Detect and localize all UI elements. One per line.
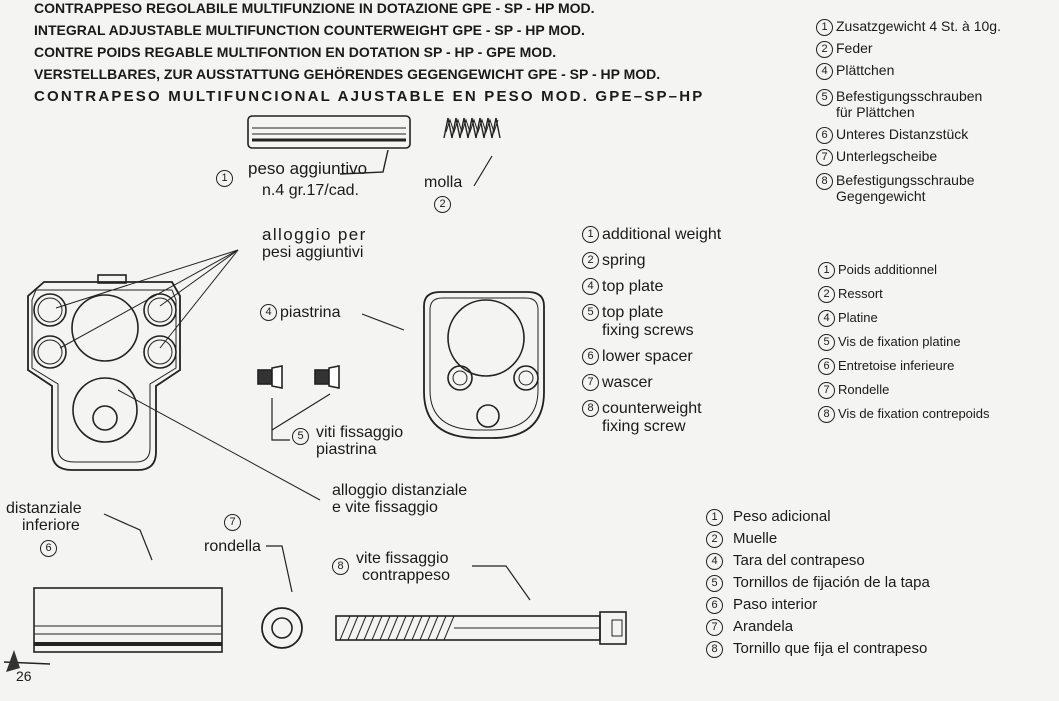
callout-1: 1	[216, 170, 236, 187]
alloggio-dist-label-1: alloggio distanziale	[332, 482, 468, 499]
top-plate-drawing	[423, 291, 545, 439]
alloggio-dist-label-2: e vite fissaggio	[332, 499, 438, 516]
callout-6: 6	[40, 540, 60, 557]
callout-7: 7	[224, 514, 244, 531]
counterweight-body-drawing	[27, 281, 181, 471]
distanziale-label-1: distanziale	[6, 500, 82, 517]
callout-2: 2	[434, 196, 454, 213]
distanziale-label-2: inferiore	[22, 517, 80, 534]
peso-label: peso aggiuntivo	[248, 159, 368, 178]
alloggio-pesi-label-2: pesi aggiuntivi	[262, 244, 364, 261]
peso-sub-label: n.4 gr.17/cad.	[262, 182, 359, 199]
alloggio-pesi-label-1: alloggio per	[262, 225, 367, 244]
rondella-label: rondella	[204, 538, 261, 555]
header-fr: CONTRE POIDS REGABLE MULTIFONTION EN DOT…	[34, 44, 557, 60]
plate-screws-drawing	[257, 365, 340, 389]
lower-spacer-drawing	[33, 587, 223, 653]
viti-label-1: viti fissaggio	[316, 424, 404, 441]
callout-8: 8	[332, 558, 352, 575]
additional-weight-drawing	[247, 115, 411, 149]
header-de: VERSTELLBARES, ZUR AUSSTATTUNG GEHÖRENDE…	[34, 66, 661, 82]
molla-label: molla	[424, 174, 463, 191]
header-it: CONTRAPPESO REGOLABILE MULTIFUNZIONE IN …	[34, 0, 595, 16]
counterweight-screw-drawing	[335, 611, 627, 645]
header-en: INTEGRAL ADJUSTABLE MULTIFUNCTION COUNTE…	[34, 22, 585, 38]
callout-5: 5	[292, 428, 312, 445]
page-number: 26	[16, 668, 32, 684]
viti-label-2: piastrina	[316, 441, 377, 458]
screw-thread-drawing	[339, 615, 455, 641]
washer-drawing	[261, 607, 303, 649]
vite-label-1: vite fissaggio	[356, 550, 449, 567]
vite-label-2: contrappeso	[362, 567, 451, 584]
header-es: CONTRAPESO MULTIFUNCIONAL AJUSTABLE EN P…	[34, 88, 705, 105]
